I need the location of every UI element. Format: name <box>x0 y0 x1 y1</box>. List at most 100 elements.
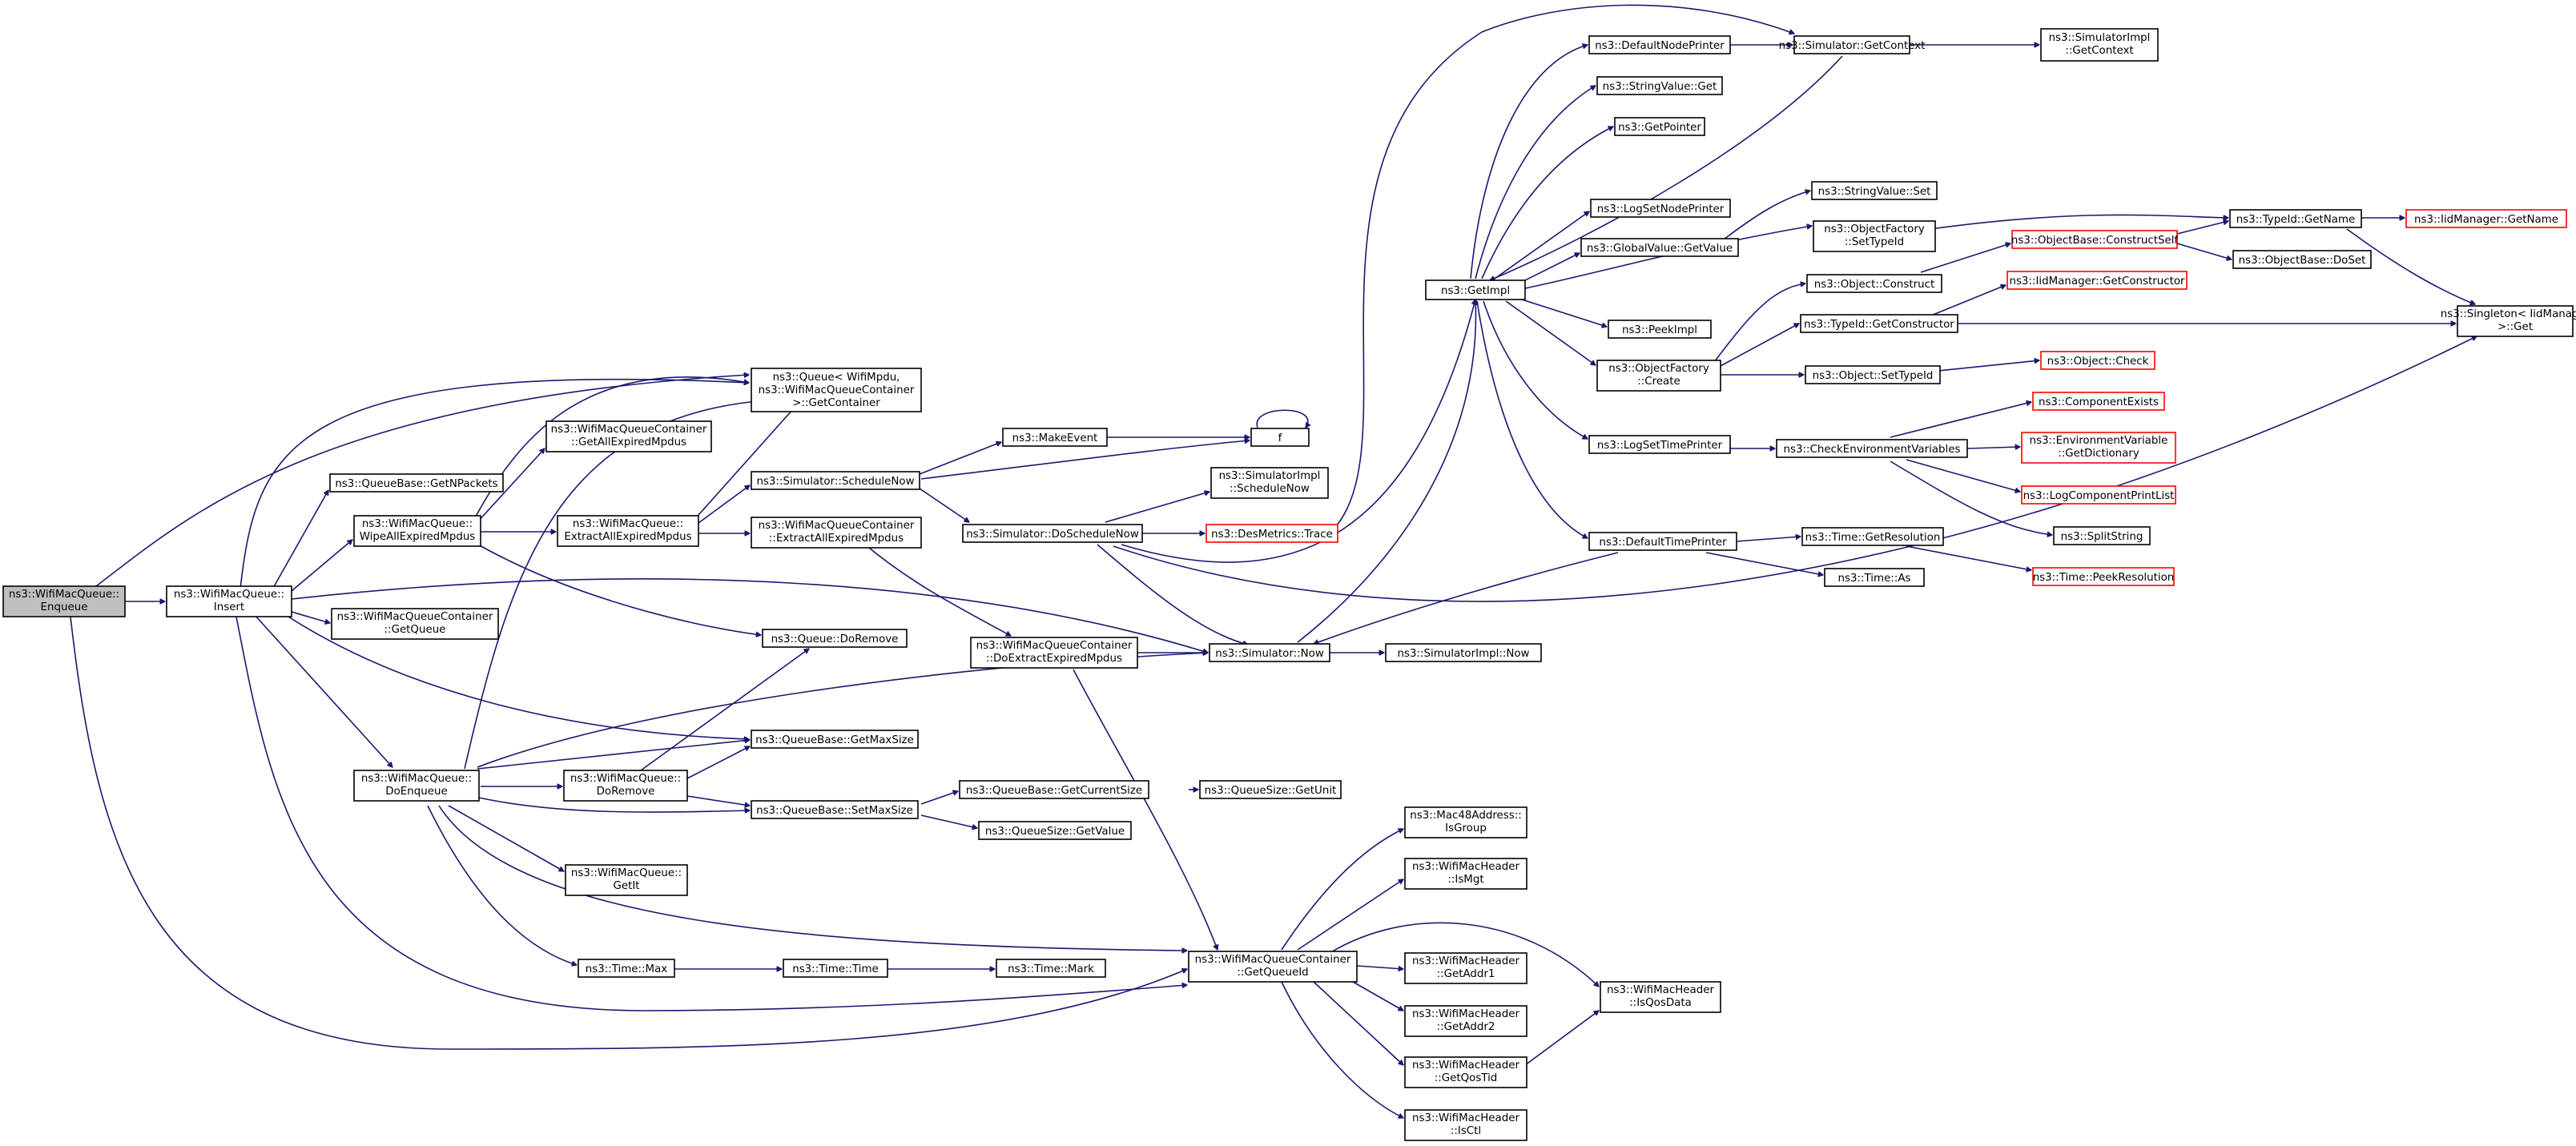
svg-text:ns3::WifiMacHeader: ns3::WifiMacHeader <box>1412 861 1519 873</box>
node-objcheck[interactable]: ns3::Object::Check <box>2040 351 2155 370</box>
node-implgetcontext[interactable]: ns3::SimulatorImpl::GetContext <box>2040 28 2159 62</box>
node-objsettypeid[interactable]: ns3::Object::SetTypeId <box>1805 365 1941 384</box>
node-isgroup[interactable]: ns3::Mac48Address::IsGroup <box>1404 806 1527 838</box>
node-setmaxsize[interactable]: ns3::QueueBase::SetMaxSize <box>751 800 919 819</box>
edge-objconstruct-constructself <box>1920 243 2010 273</box>
edge-schedulenow-f <box>920 440 1250 480</box>
edge-wmqdoremove-getmaxsize <box>686 746 750 779</box>
node-logsetnode[interactable]: ns3::LogSetNodePrinter <box>1590 199 1731 218</box>
node-timemax[interactable]: ns3::Time::Max <box>578 959 675 978</box>
node-ofsettypeid[interactable]: ns3::ObjectFactory::SetTypeId <box>1813 220 1936 252</box>
node-logcompprint[interactable]: ns3::LogComponentPrintList <box>2021 485 2176 505</box>
node-constructself[interactable]: ns3::ObjectBase::ConstructSelf <box>2011 230 2179 249</box>
node-simgetcontext[interactable]: ns3::Simulator::GetContext <box>1779 35 1926 54</box>
node-getqueue[interactable]: ns3::WifiMacQueueContainer::GetQueue <box>331 608 499 640</box>
node-getit[interactable]: ns3::WifiMacQueue::GetIt <box>565 864 688 896</box>
svg-text:ns3::IidManager::GetName: ns3::IidManager::GetName <box>2414 214 2558 226</box>
node-makeevent[interactable]: ns3::MakeEvent <box>1002 428 1108 447</box>
node-checkenv[interactable]: ns3::CheckEnvironmentVariables <box>1776 439 1968 458</box>
node-iidgetconstructor[interactable]: ns3::IidManager::GetConstructor <box>2006 271 2188 290</box>
node-timetime[interactable]: ns3::Time::Time <box>783 959 888 978</box>
edge-enqueue-getcontainer <box>95 375 749 587</box>
node-timemark[interactable]: ns3::Time::Mark <box>996 959 1106 978</box>
edge-checkenv-logcompprint <box>1906 459 2020 492</box>
node-getunit[interactable]: ns3::QueueSize::GetUnit <box>1199 780 1342 799</box>
node-wmqdoremove[interactable]: ns3::WifiMacQueue::DoRemove <box>563 770 688 802</box>
node-compexists[interactable]: ns3::ComponentExists <box>2032 392 2165 411</box>
edge-simnow-getimpl <box>1297 300 1475 643</box>
edge-constructself-doset <box>2176 243 2232 259</box>
node-defnodeprinter[interactable]: ns3::DefaultNodePrinter <box>1588 35 1731 54</box>
node-strget[interactable]: ns3::StringValue::Get <box>1596 76 1723 95</box>
edge-deftimeprinter-timegetres <box>1736 537 1801 542</box>
node-timeas[interactable]: ns3::Time::As <box>1824 568 1925 587</box>
node-gettypename[interactable]: ns3::TypeId::GetName <box>2229 209 2362 228</box>
node-iidgetname[interactable]: ns3::IidManager::GetName <box>2405 209 2567 228</box>
node-implschedulenow[interactable]: ns3::SimulatorImpl::ScheduleNow <box>1210 467 1329 499</box>
node-getaddr1[interactable]: ns3::WifiMacHeader::GetAddr1 <box>1404 952 1527 984</box>
node-destrace[interactable]: ns3::DesMetrics::Trace <box>1205 524 1338 543</box>
node-getimpl[interactable]: ns3::GetImpl <box>1425 279 1526 300</box>
node-objconstruct[interactable]: ns3::Object::Construct <box>1806 274 1942 293</box>
node-getqueueid[interactable]: ns3::WifiMacQueueContainer::GetQueueId <box>1188 951 1358 983</box>
edge-wipe-queuedoremove <box>472 541 761 635</box>
edge-doenqueue-getqueueid <box>438 805 1187 951</box>
edge-getimpl-deftimeprinter <box>1476 300 1588 539</box>
node-schedulenow[interactable]: ns3::Simulator::ScheduleNow <box>751 471 920 490</box>
node-ofcreate[interactable]: ns3::ObjectFactory::Create <box>1596 360 1721 392</box>
node-extractall[interactable]: ns3::WifiMacQueue::ExtractAllExpiredMpdu… <box>557 515 699 547</box>
node-wipeall[interactable]: ns3::WifiMacQueue::WipeAllExpiredMpdus <box>353 515 481 547</box>
node-insert[interactable]: ns3::WifiMacQueue::Insert <box>166 585 292 617</box>
svg-text:::SetTypeId: ::SetTypeId <box>1845 236 1904 248</box>
svg-text:ns3::Simulator::ScheduleNow: ns3::Simulator::ScheduleNow <box>756 476 914 488</box>
node-getvalue[interactable]: ns3::QueueSize::GetValue <box>978 821 1132 840</box>
node-implnow[interactable]: ns3::SimulatorImpl::Now <box>1385 643 1542 662</box>
svg-text:ns3::WifiMacQueue::: ns3::WifiMacQueue:: <box>573 518 683 530</box>
node-f[interactable]: f <box>1250 428 1310 447</box>
node-containerextract[interactable]: ns3::WifiMacQueueContainer::ExtractAllEx… <box>751 517 922 549</box>
svg-text:ns3::ComponentExists: ns3::ComponentExists <box>2039 396 2159 408</box>
edge-getqostid-isqosdata <box>1524 1011 1599 1066</box>
node-doenqueue[interactable]: ns3::WifiMacQueue::DoEnqueue <box>353 770 480 802</box>
node-globalget[interactable]: ns3::GlobalValue::GetValue <box>1580 238 1739 257</box>
node-doset[interactable]: ns3::ObjectBase::DoSet <box>2232 250 2372 269</box>
node-typegetconstructor[interactable]: ns3::TypeId::GetConstructor <box>1800 314 1958 333</box>
edge-schedulenow-doschedulenow <box>919 488 969 522</box>
node-envgetdict[interactable]: ns3::EnvironmentVariable::GetDictionary <box>2021 432 2176 464</box>
node-getcontainer[interactable]: ns3::Queue< WifiMpdu, ns3::WifiMacQueueC… <box>751 368 922 412</box>
node-logsettime[interactable]: ns3::LogSetTimePrinter <box>1588 435 1731 454</box>
svg-text:DoRemove: DoRemove <box>597 786 655 798</box>
node-strset[interactable]: ns3::StringValue::Set <box>1811 181 1938 200</box>
node-getallexpired[interactable]: ns3::WifiMacQueueContainer::GetAllExpire… <box>545 420 712 452</box>
node-splitstring[interactable]: ns3::SplitString <box>2053 526 2151 545</box>
node-isctl[interactable]: ns3::WifiMacHeader::IsCtl <box>1404 1109 1527 1141</box>
node-deftimeprinter[interactable]: ns3::DefaultTimePrinter <box>1588 532 1737 551</box>
node-doextract[interactable]: ns3::WifiMacQueueContainer::DoExtractExp… <box>970 637 1138 669</box>
node-getqostid[interactable]: ns3::WifiMacHeader::GetQosTid <box>1404 1056 1527 1088</box>
edge-gettypename-singleton <box>2346 228 2475 304</box>
node-getpointer[interactable]: ns3::GetPointer <box>1614 117 1705 136</box>
node-ismgt[interactable]: ns3::WifiMacHeader::IsMgt <box>1404 858 1527 890</box>
svg-text:ns3::ObjectFactory: ns3::ObjectFactory <box>1824 223 1925 235</box>
svg-text:ns3::MakeEvent: ns3::MakeEvent <box>1012 432 1098 444</box>
node-enqueue[interactable]: ns3::WifiMacQueue::Enqueue <box>2 585 126 617</box>
node-peekres[interactable]: ns3::Time::PeekResolution <box>2032 567 2175 586</box>
svg-text:::GetContext: ::GetContext <box>2065 45 2133 57</box>
node-isqosdata[interactable]: ns3::WifiMacHeader::IsQosData <box>1600 981 1721 1013</box>
node-getmaxsize[interactable]: ns3::QueueBase::GetMaxSize <box>751 730 919 749</box>
node-getnpackets[interactable]: ns3::QueueBase::GetNPackets <box>329 473 504 493</box>
node-getaddr2[interactable]: ns3::WifiMacHeader::GetAddr2 <box>1404 1005 1527 1037</box>
node-singletonget[interactable]: ns3::Singleton< IidManager >::Get <box>2441 305 2576 337</box>
node-doschedulenow[interactable]: ns3::Simulator::DoScheduleNow <box>962 524 1143 543</box>
node-getcurrentsize[interactable]: ns3::QueueBase::GetCurrentSize <box>959 780 1149 799</box>
node-simnow[interactable]: ns3::Simulator::Now <box>1209 643 1330 662</box>
node-queuedoremove[interactable]: ns3::Queue::DoRemove <box>762 629 908 648</box>
edge-wmqdoremove-setmaxsize <box>686 795 750 806</box>
svg-text:ns3::GlobalValue::GetValue: ns3::GlobalValue::GetValue <box>1587 243 1733 255</box>
node-peekimpl[interactable]: ns3::PeekImpl <box>1608 320 1712 339</box>
edge-getqueueid-getaddr1 <box>1356 965 1403 969</box>
svg-text:::IsCtl: ::IsCtl <box>1451 1125 1481 1137</box>
edge-doenqueue-getcontainer <box>464 399 803 770</box>
svg-text:ns3::WifiMacQueueContainer: ns3::WifiMacQueueContainer <box>759 384 915 396</box>
node-timegetres[interactable]: ns3::Time::GetResolution <box>1801 527 1944 546</box>
